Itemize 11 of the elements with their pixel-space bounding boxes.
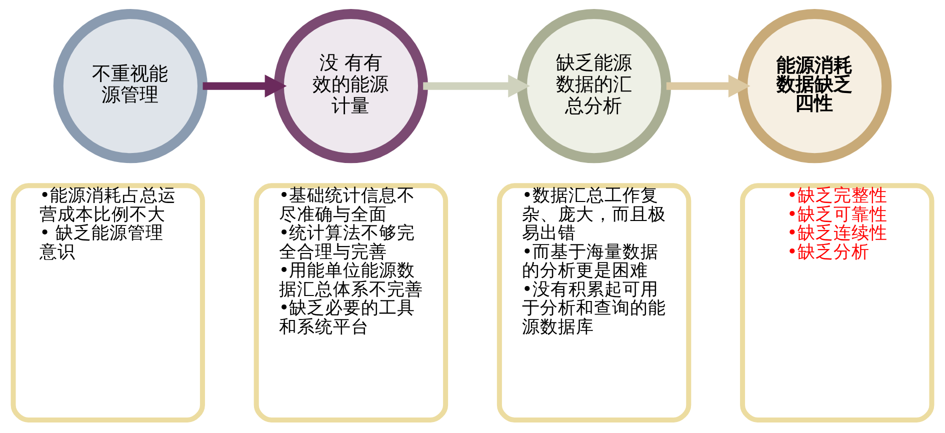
- node-circle: 缺乏能源数据的汇总分析: [516, 8, 672, 163]
- node-box: •数据汇总工作复杂、庞大，而且极易出错 •而基于海量数据的分析更是困难 •没有积累起可用于分析和查询的能源数据库: [496, 182, 692, 422]
- arrow: [202, 74, 287, 98]
- arrow: [666, 74, 750, 98]
- node-circle: 没 有有效的能源计量: [274, 8, 428, 163]
- node-box: •基础统计信息不尽准确与全面 •统计算法不够完全合理与完善 •用能单位能源数据汇总体系不完善 •缺乏必要的工具和系统平台: [254, 182, 448, 422]
- node-box: •缺乏完整性 •缺乏可靠性 •缺乏连续性 •缺乏分析: [740, 182, 934, 422]
- arrow: [423, 74, 530, 98]
- node-circle: 不重视能源管理: [53, 8, 208, 163]
- node-circle: 能源消耗数据缺乏四性: [738, 8, 892, 163]
- node-box: •能源消耗占总运营成本比例不大 • 缺乏能源管理意识: [10, 182, 205, 422]
